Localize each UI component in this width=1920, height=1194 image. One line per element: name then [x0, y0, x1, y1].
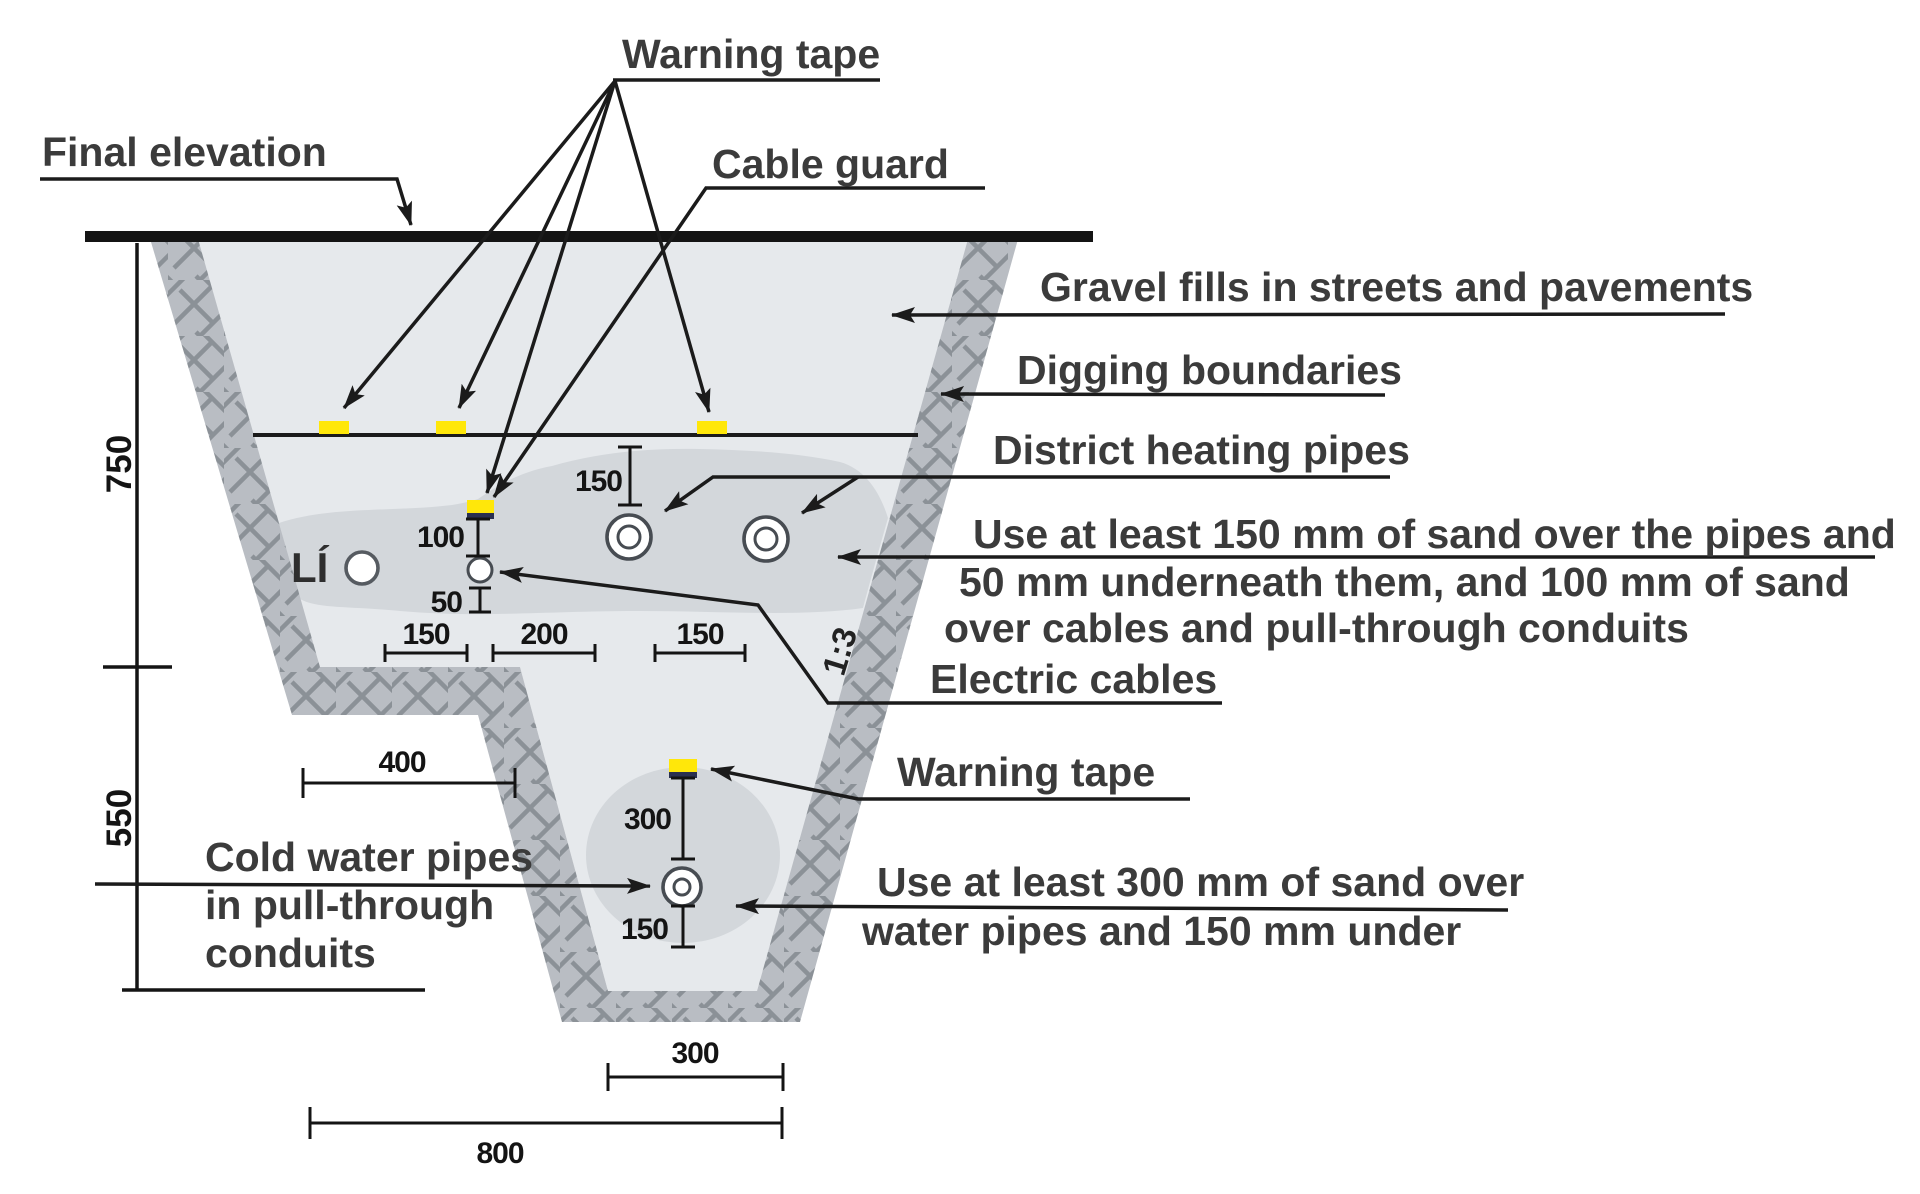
sand-note-line3: over cables and pull-through conduits [944, 605, 1689, 651]
dim-total-width: 800 [476, 1137, 523, 1170]
water-note-line1: Use at least 300 mm of sand over [877, 859, 1524, 905]
upper-depth-value: 750 [100, 435, 139, 493]
warning-tape-marker-1 [319, 421, 349, 434]
cold-water-line2: in pull-through [205, 882, 494, 928]
depth-dimension [103, 243, 425, 992]
upper-sand-layer [279, 448, 888, 615]
dim-spacing-2: 200 [520, 618, 567, 651]
electric-cable-circle [466, 556, 494, 584]
warning-tape-lower-bar [669, 772, 697, 778]
cold-water-pipe [661, 866, 703, 908]
gravel-fills-label: Gravel fills in streets and pavements [1040, 264, 1753, 310]
dim-step-width: 400 [378, 746, 425, 779]
dim-100-over-cables: 100 [417, 521, 464, 554]
spacing-dimension-lines [301, 644, 785, 1139]
final-elevation-line [85, 231, 1093, 242]
cold-water-line3: conduits [205, 930, 376, 976]
warning-tape-marker-lower [669, 759, 697, 772]
dim-150-under-water: 150 [621, 913, 668, 946]
electric-cables-label: Electric cables [930, 656, 1217, 702]
dim-bottom-width: 300 [671, 1037, 718, 1070]
dim-150-over-pipes: 150 [575, 465, 622, 498]
warning-tape-marker-cable [467, 500, 494, 513]
dim-50-under-cables: 50 [431, 586, 463, 619]
cable-guard-label: Cable guard [712, 141, 949, 187]
district-heating-pipes-label: District heating pipes [993, 427, 1410, 473]
conduit-li-label: LÍ [291, 544, 330, 591]
leader-lines [40, 78, 1875, 915]
district-heating-pipe-2 [742, 515, 790, 563]
warning-tape-lower-label: Warning tape [897, 749, 1155, 795]
warning-tape-top-label: Warning tape [622, 31, 880, 77]
water-note-line2: water pipes and 150 mm under [861, 908, 1461, 954]
sand-note-line1: Use at least 150 mm of sand over the pip… [973, 511, 1896, 557]
cold-water-line1: Cold water pipes [205, 834, 533, 880]
warning-tape-marker-3 [697, 421, 727, 434]
dim-spacing-3: 150 [676, 618, 723, 651]
digging-boundaries-label: Digging boundaries [1017, 347, 1402, 393]
cable-guard-bar [467, 513, 494, 519]
lower-depth-value: 550 [100, 789, 139, 847]
trench-backfill [196, 237, 970, 991]
conduit-li-circle [344, 550, 380, 586]
dim-spacing-1: 150 [402, 618, 449, 651]
dim-300-over-water: 300 [624, 803, 671, 836]
final-elevation-label: Final elevation [42, 129, 327, 175]
sand-cover-bars [466, 445, 695, 949]
warning-tape-marker-2 [436, 421, 466, 434]
district-heating-pipe-1 [605, 513, 653, 561]
sand-note-line2: 50 mm underneath them, and 100 mm of san… [959, 559, 1850, 605]
